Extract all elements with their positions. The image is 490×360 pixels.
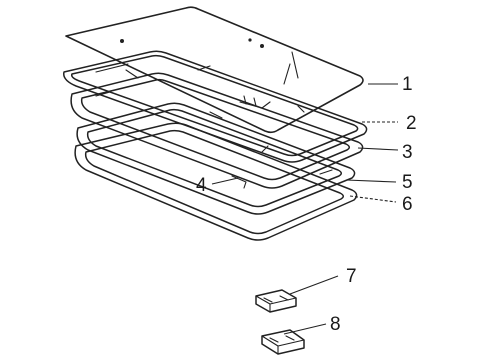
glass-panel bbox=[65, 6, 364, 134]
callout-5: 5 bbox=[402, 172, 413, 193]
lower-seal-frame bbox=[74, 122, 358, 241]
callout-3: 3 bbox=[402, 142, 413, 163]
callout-4: 4 bbox=[196, 175, 207, 196]
callout-8: 8 bbox=[330, 314, 341, 335]
guide-rail bbox=[76, 102, 356, 215]
callout-6: 6 bbox=[402, 194, 413, 215]
callout-1: 1 bbox=[402, 74, 413, 95]
callout-2: 2 bbox=[406, 113, 417, 134]
callout-7: 7 bbox=[346, 266, 357, 287]
upper-seal-frame bbox=[63, 50, 368, 163]
clip-part-8 bbox=[261, 329, 305, 355]
sunroof-frame bbox=[70, 72, 364, 189]
bracket-part-7 bbox=[255, 289, 297, 313]
leader-lines bbox=[211, 83, 399, 335]
